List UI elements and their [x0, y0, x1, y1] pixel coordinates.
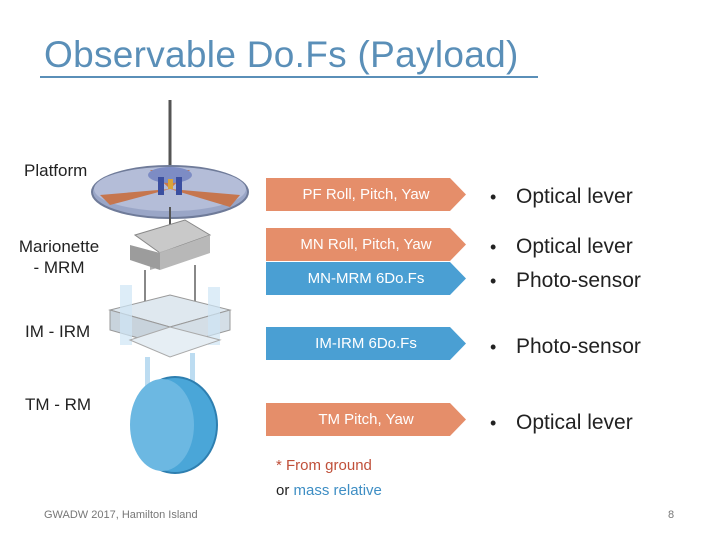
bullet-im-item: Photo-sensor [490, 330, 641, 364]
label-platform: Platform [24, 161, 88, 180]
bullet-tm: Optical lever [490, 406, 633, 440]
arrow-im-irm: IM-IRM 6Do.Fs [266, 327, 466, 360]
label-marionette: Marionette - MRM [10, 236, 108, 278]
bullet-mn-item-2: Photo-sensor [490, 264, 641, 298]
bullet-tm-item: Optical lever [490, 406, 633, 440]
arrow-mn-mrm: MN-MRM 6Do.Fs [266, 262, 466, 295]
arrow-pf: PF Roll, Pitch, Yaw [266, 178, 466, 211]
label-tm: TM - RM [25, 395, 92, 414]
footnote-relative-line: or mass relative [276, 478, 382, 503]
label-im: IM - IRM [25, 322, 91, 341]
arrow-tm: TM Pitch, Yaw [266, 403, 466, 436]
footnote-or: or [276, 482, 290, 499]
suspension-diagram [91, 100, 249, 474]
bullet-im: Photo-sensor [490, 330, 641, 364]
title-underline [40, 76, 538, 78]
footer-conference: GWADW 2017, Hamilton Island [44, 509, 198, 521]
footnote-ground: * From ground [276, 457, 372, 474]
bullet-mn-item-1: Optical lever [490, 230, 641, 264]
bullet-pf: Optical lever [490, 180, 633, 214]
bullet-mn: Optical lever Photo-sensor [490, 230, 641, 298]
bullet-pf-item: Optical lever [490, 180, 633, 214]
slide-title: Observable Do.Fs (Payload) [44, 34, 519, 75]
arrow-mn: MN Roll, Pitch, Yaw [266, 228, 466, 261]
footnote-mass-relative: mass relative [293, 482, 382, 499]
footnote: * From ground or mass relative [276, 453, 382, 503]
page-number: 8 [668, 509, 675, 521]
label-marionette-line1: Marionette [18, 237, 100, 256]
label-marionette-line2: - MRM [33, 258, 85, 277]
